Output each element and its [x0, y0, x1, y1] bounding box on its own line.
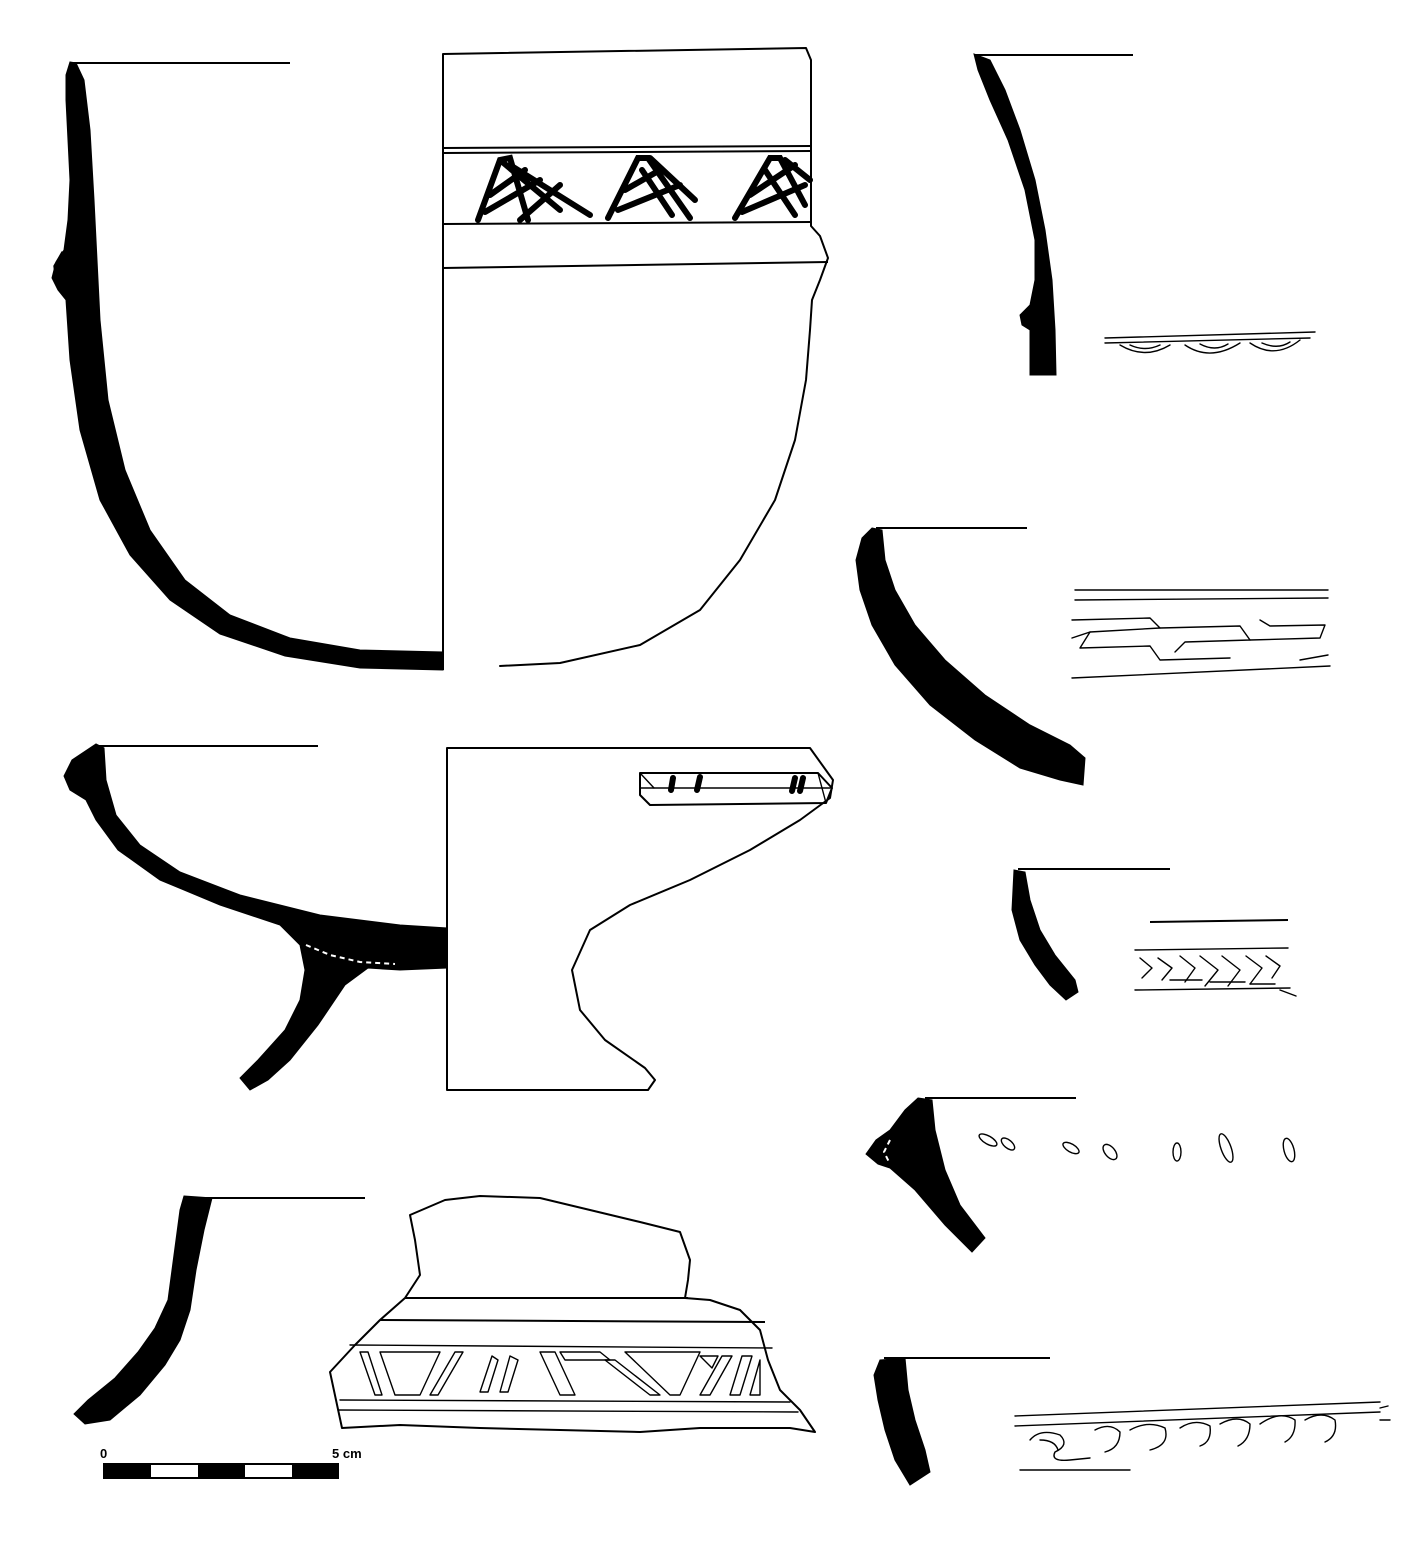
sherd-b	[855, 527, 1331, 786]
vessel-3-exterior-outline	[329, 1195, 816, 1433]
sherd-e-section	[873, 1357, 931, 1486]
vessel-3-band-line-5	[337, 1409, 799, 1413]
scale-bar-end-label: 5 cm	[332, 1446, 362, 1461]
vessel-3-band-line-4	[339, 1399, 791, 1403]
sherd-d-impressions	[978, 1133, 1296, 1163]
sherd-c-decoration	[1134, 919, 1297, 997]
scale-bar-segment	[198, 1464, 245, 1478]
sherd-e	[873, 1357, 1391, 1486]
sherd-d-section	[865, 1097, 986, 1253]
vessel-2-footed-bowl	[63, 743, 834, 1091]
vessel-3-incised-motifs	[359, 1351, 761, 1396]
vessel-1-section-profile	[51, 61, 444, 671]
sherd-b-decoration	[1071, 589, 1331, 679]
vessel-1-exterior-outline	[442, 47, 829, 667]
vessel-1-band-bottom	[442, 221, 812, 225]
vessel-3-jar-rim	[73, 1195, 816, 1433]
vessel-3-band-line-3	[349, 1344, 773, 1349]
sherd-c-section	[1011, 869, 1079, 1001]
vessel-2-foot-join	[305, 944, 396, 965]
sherd-d	[865, 1097, 1296, 1253]
vessel-2-section-profile	[63, 743, 448, 1091]
sherd-a	[973, 53, 1316, 376]
vessel-1-lug	[53, 251, 65, 291]
scale-bar: 0 5 cm	[100, 1446, 362, 1479]
scale-bar-segment	[104, 1464, 151, 1478]
vessel-1-large-bowl	[51, 47, 829, 671]
sherd-e-decoration	[1014, 1401, 1391, 1471]
vessel-3-band-line-2	[379, 1319, 766, 1323]
sherd-a-decoration	[1104, 331, 1316, 354]
vessel-2-exterior-outline	[446, 747, 834, 1091]
scale-bar-segment	[292, 1464, 338, 1478]
sherd-b-section	[855, 527, 1086, 786]
sherd-a-section	[973, 53, 1057, 376]
vessel-1-band-top-2	[442, 150, 812, 154]
vessel-3-section-profile	[73, 1195, 213, 1425]
sherd-c	[1011, 868, 1297, 1001]
sherd-d-lug	[882, 1139, 891, 1165]
vessel-2-rim-band	[639, 772, 833, 806]
scale-bar-start-label: 0	[100, 1446, 107, 1461]
vessel-1-band-top	[442, 145, 812, 149]
vessel-1-triangle-motifs	[475, 154, 813, 223]
vessel-1-carination	[442, 261, 829, 269]
